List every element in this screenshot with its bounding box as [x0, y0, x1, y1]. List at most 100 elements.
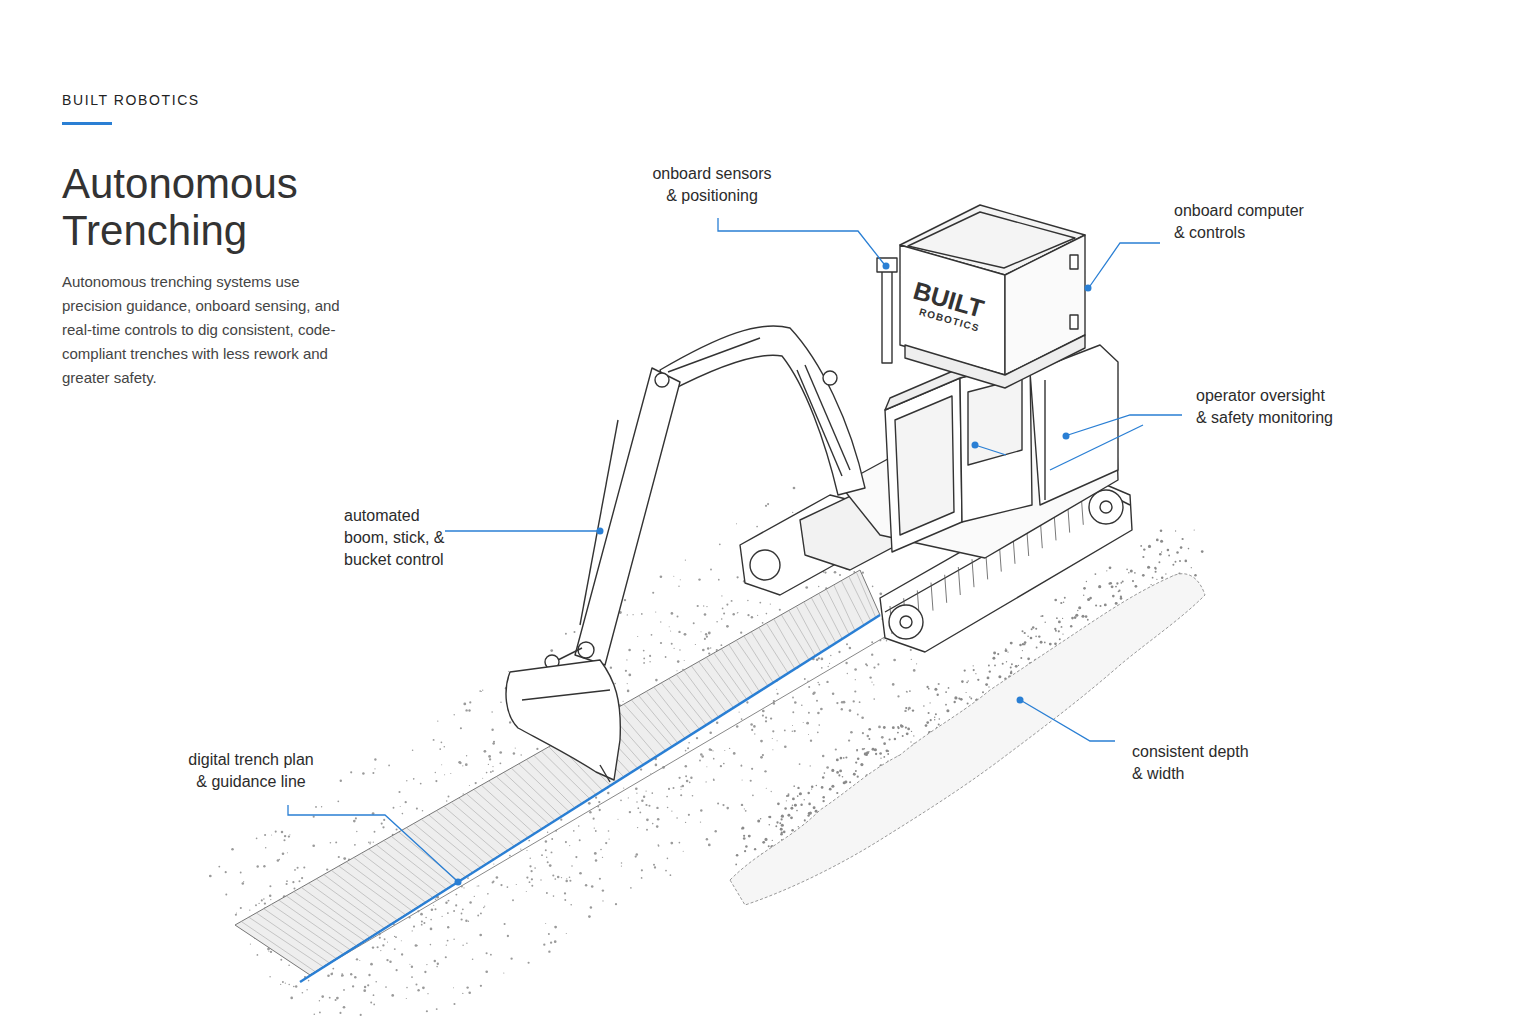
ground-dot — [242, 882, 245, 885]
hatch-line — [279, 900, 350, 950]
ground-dot — [702, 649, 705, 652]
ground-dot — [446, 945, 447, 946]
ground-dot — [653, 864, 655, 866]
ground-dot — [548, 951, 550, 953]
ground-dot — [617, 819, 618, 820]
ground-dot — [849, 709, 852, 712]
spoil-dot — [880, 758, 881, 759]
spoil-dot — [968, 680, 969, 681]
ground-dot — [298, 880, 300, 882]
ground-dot — [707, 647, 709, 649]
ground-dot — [314, 1013, 316, 1015]
ground-dot — [862, 572, 864, 574]
spoil-dot — [934, 688, 937, 691]
ground-dot — [354, 976, 356, 978]
spoil-dot — [994, 665, 996, 667]
hatch-line — [324, 875, 390, 924]
spoil-dot — [889, 738, 891, 740]
spoil-dot — [1035, 636, 1037, 638]
ground-dot — [420, 913, 423, 916]
spoil-dot — [938, 723, 940, 725]
ground-dot — [435, 780, 437, 782]
spoil-dot — [1036, 647, 1038, 649]
ground-dot — [871, 641, 873, 643]
tread-line — [972, 559, 974, 587]
spoil-dot — [1104, 603, 1107, 606]
ground-dot — [564, 892, 566, 894]
spoil-dot — [1120, 596, 1122, 598]
ground-dot — [739, 712, 740, 713]
ground-dot — [602, 889, 604, 891]
ground-dot — [838, 651, 840, 653]
hatch-line — [429, 815, 486, 864]
ground-dot — [708, 844, 711, 847]
spoil-dot — [1112, 595, 1115, 598]
ground-dot — [673, 787, 675, 789]
ground-dot — [566, 933, 567, 934]
hatch-line — [526, 760, 574, 808]
spoil-dot — [783, 831, 786, 834]
ground-dot — [808, 686, 810, 688]
ground-dot — [762, 754, 764, 756]
hatch-line — [361, 853, 425, 902]
spoil-dot — [969, 696, 971, 698]
spoil-dot — [780, 828, 783, 831]
spoil-dot — [1179, 560, 1181, 562]
ground-dot — [772, 738, 773, 739]
ground-dot — [271, 834, 272, 835]
ground-dot — [286, 883, 288, 885]
ground-dot — [700, 809, 702, 811]
leader-lines — [288, 218, 1182, 880]
ground-dot — [460, 918, 462, 920]
spoil-dot — [829, 788, 832, 791]
ground-dot — [484, 750, 487, 753]
ground-dot — [386, 959, 388, 961]
ground-dot — [794, 701, 797, 704]
spoil-dot — [838, 774, 840, 776]
ground-dot — [792, 731, 793, 732]
ground-dot — [679, 649, 680, 650]
ground-dot — [288, 835, 290, 837]
ground-dot — [861, 716, 864, 719]
ground-dot — [760, 756, 763, 759]
spoil-dot — [809, 812, 812, 815]
spoil-dot — [1109, 582, 1112, 585]
stick — [575, 368, 680, 665]
spoil-dot — [1054, 628, 1056, 630]
ground-dot — [628, 649, 631, 652]
ground-dot — [700, 821, 701, 822]
ground-dot — [486, 952, 488, 954]
ground-dot — [733, 752, 736, 755]
pin — [655, 373, 669, 387]
box-latch — [1070, 315, 1078, 329]
ground-dot — [695, 644, 696, 645]
ground-dot — [420, 783, 422, 785]
ground-dot — [652, 823, 654, 825]
ground-dot — [792, 711, 794, 713]
ground-dot — [370, 963, 373, 966]
ground-dot — [759, 602, 761, 604]
ground-dot — [453, 987, 454, 988]
ground-dot — [679, 842, 681, 844]
ground-dot — [677, 616, 679, 618]
ground-dot — [724, 750, 725, 751]
ground-dot — [478, 885, 479, 886]
ground-dot — [718, 579, 720, 581]
spoil-dot — [1115, 602, 1118, 605]
ground-dot — [482, 690, 483, 691]
ground-dot — [499, 762, 501, 764]
spoil-dot — [780, 833, 783, 836]
spoil-dot — [845, 756, 847, 758]
ground-dot — [684, 660, 685, 661]
ground-dot — [716, 721, 718, 723]
ground-dot — [504, 923, 506, 925]
spoil-dot — [1015, 665, 1018, 668]
ground-dot — [534, 867, 536, 869]
ground-dot — [543, 944, 545, 946]
ground-dot — [620, 800, 622, 802]
spoil-dot — [1118, 591, 1119, 592]
spoil-dot — [764, 838, 767, 841]
spoil-dot — [831, 769, 834, 772]
accent-rule — [62, 122, 112, 125]
ground-dot — [841, 701, 843, 703]
